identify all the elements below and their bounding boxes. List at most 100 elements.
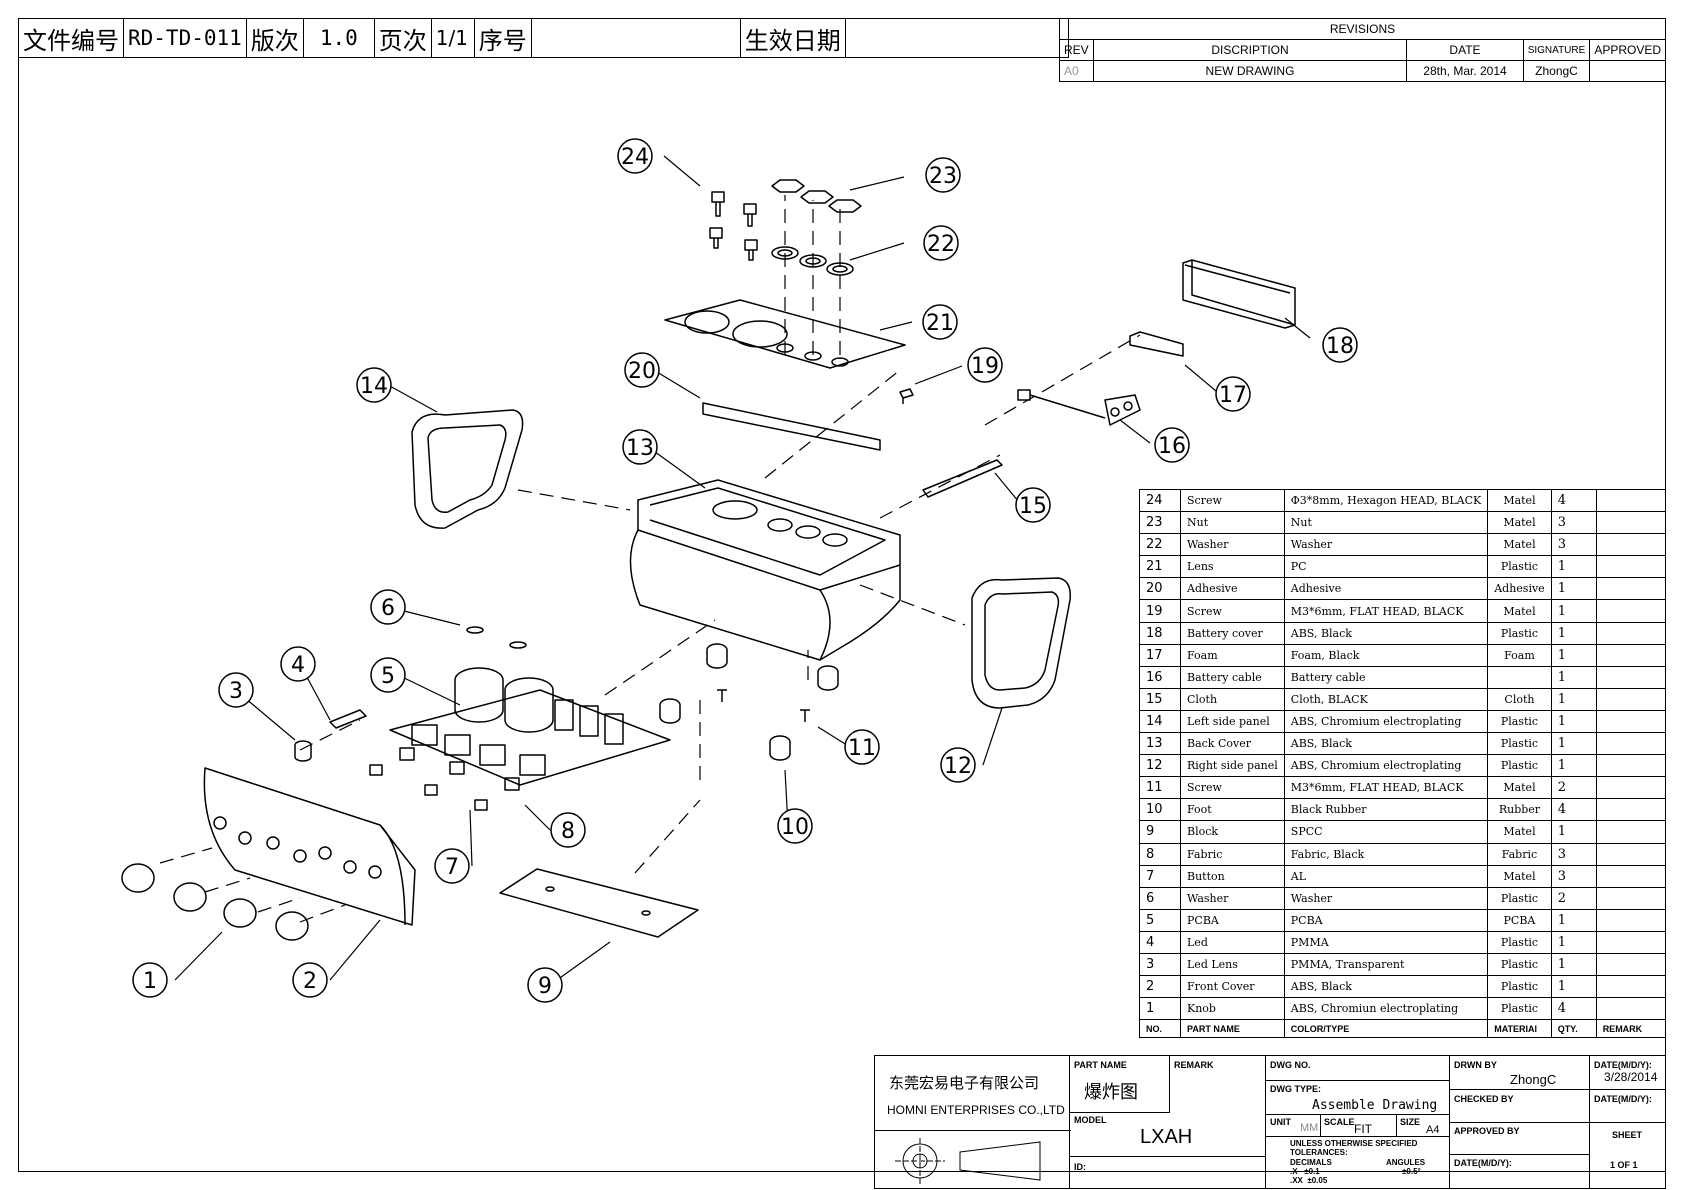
buttons-7	[369, 764, 488, 811]
bom-qty: 1	[1550, 820, 1597, 844]
bom-part-name: Screw	[1180, 776, 1285, 800]
drawn-by-label: DRWN BY	[1454, 1060, 1497, 1070]
pcba-5	[389, 667, 671, 786]
bom-color-type: SPCC	[1283, 820, 1489, 844]
bom-color-type: M3*6mm, FLAT HEAD, BLACK	[1283, 599, 1489, 623]
bom-part-name: Back Cover	[1180, 732, 1285, 756]
bom-color-type: ABS, Black	[1283, 621, 1489, 645]
callout-label: 5	[381, 664, 395, 689]
callout-circle	[292, 962, 328, 998]
bom-no: 9	[1139, 820, 1181, 844]
bom-remark	[1595, 820, 1667, 844]
bom-color-type: PMMA	[1283, 930, 1489, 954]
washers-22	[771, 246, 854, 276]
part-box: PART NAME 爆炸图 REMARK MODEL LXAH ID:	[1070, 1055, 1266, 1189]
bom-color-type: ABS, Chromium electroplating	[1283, 754, 1489, 778]
callout-label: 23	[929, 164, 957, 189]
callout-label: 24	[621, 145, 649, 170]
projection-symbol	[895, 1138, 1041, 1184]
bom-material: Plastic	[1487, 555, 1552, 579]
bom-no: 22	[1139, 533, 1181, 557]
bom-no: 24	[1139, 488, 1181, 513]
callout-circle	[550, 812, 586, 848]
callout-circle	[922, 304, 958, 340]
bom-no: 8	[1139, 842, 1181, 866]
bom-remark	[1595, 621, 1667, 645]
screw-19	[899, 388, 914, 404]
screws-11	[717, 689, 810, 722]
left-side-panel-14	[411, 409, 524, 529]
bom-material: Plastic	[1487, 930, 1552, 954]
callout-label: 20	[628, 359, 656, 384]
callout-circle	[1215, 376, 1251, 412]
bom-remark	[1595, 930, 1667, 954]
bom-qty: 1	[1550, 621, 1597, 645]
front-cover-2	[203, 767, 416, 926]
battery-cable-16	[1017, 389, 1141, 426]
bom-remark	[1595, 776, 1667, 800]
bom-remark	[1595, 599, 1667, 623]
foam-17	[1129, 331, 1184, 357]
bom-color-type: Washer	[1283, 886, 1489, 910]
rev-col-header: REV	[1059, 39, 1094, 61]
bom-material: Matel	[1487, 533, 1552, 557]
bom-no: 11	[1139, 776, 1181, 800]
callout-label: 8	[561, 819, 575, 844]
bom-qty: 1	[1550, 732, 1597, 756]
revision-code: A0	[1059, 60, 1094, 82]
bom-part-name: Battery cover	[1180, 621, 1285, 645]
title-block: 东莞宏易电子有限公司 HOMNI ENTERPRISES CO.,LTD PAR…	[874, 1055, 1666, 1189]
callout-circle	[527, 967, 563, 1003]
bom-no: 21	[1139, 555, 1181, 579]
right-side-panel-12	[971, 577, 1071, 709]
drawn-date-label: DATE(M/D/Y):	[1594, 1060, 1652, 1070]
callout-circle	[356, 367, 392, 403]
bom-qty: 3	[1550, 864, 1597, 888]
bom-material: Plastic	[1487, 621, 1552, 645]
fabric-8	[399, 747, 520, 791]
callout-circle	[370, 657, 406, 693]
bom-part-name: Led	[1180, 930, 1285, 954]
bom-remark	[1595, 842, 1667, 866]
callout-label: 3	[229, 679, 243, 704]
bom-qty: 1	[1550, 665, 1597, 689]
callout-label: 7	[445, 855, 459, 880]
knobs-1	[121, 863, 309, 941]
callout-circle	[940, 747, 976, 783]
model-label: MODEL	[1074, 1115, 1107, 1125]
sheet-label: SHEET	[1612, 1130, 1643, 1140]
angules-value: ±0.5°	[1402, 1167, 1421, 1176]
cloth-15	[922, 459, 1003, 498]
callout-circle	[370, 589, 406, 625]
back-cover-13	[629, 479, 901, 661]
callout-label: 11	[848, 736, 876, 761]
description-col-header: DISCRIPTION	[1092, 39, 1408, 61]
bom-part-name: Nut	[1180, 511, 1285, 535]
bom-no: 18	[1139, 621, 1181, 645]
callout-circle	[967, 347, 1003, 383]
bom-qty: 1	[1550, 952, 1597, 977]
bom-color-type: PMMA, Transparent	[1283, 952, 1489, 977]
bom-material: Plastic	[1487, 709, 1552, 734]
dwg-type: Assemble Drawing	[1312, 1098, 1438, 1113]
bom-remark	[1595, 754, 1667, 778]
bom-color-type: Battery cable	[1283, 665, 1489, 689]
version: 1.0	[302, 18, 375, 58]
bom-no: 5	[1139, 908, 1181, 932]
sheet-value: 1 OF 1	[1610, 1160, 1638, 1170]
bom-remark	[1595, 709, 1667, 734]
callout-circle	[925, 157, 961, 193]
bom-no: 20	[1139, 577, 1181, 601]
decimals-label: DECIMALS	[1290, 1158, 1332, 1167]
